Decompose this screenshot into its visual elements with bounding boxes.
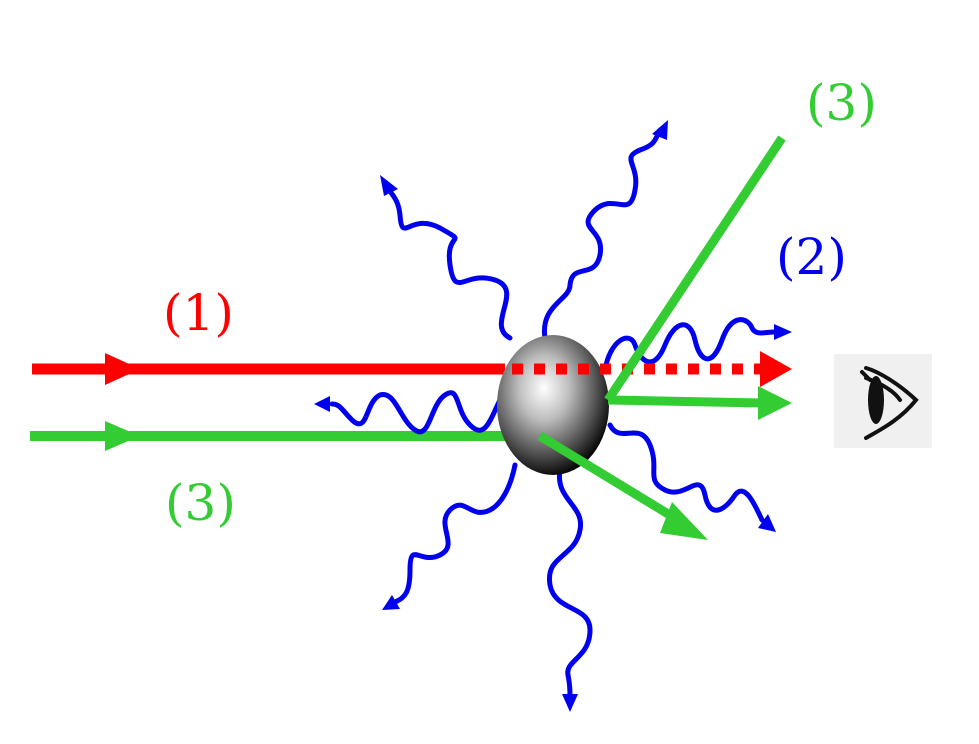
eye-icon xyxy=(860,366,919,440)
wave-lower-right xyxy=(607,422,765,523)
green-scattered-beams xyxy=(537,135,786,524)
wave-lower-left xyxy=(392,462,518,605)
wave-upper-left xyxy=(382,179,513,341)
wave-right xyxy=(602,317,778,373)
wave-arrow-right xyxy=(774,324,792,340)
wave-arrow-upper-right xyxy=(652,120,668,140)
wave-down xyxy=(546,467,593,698)
wave-arrow-upper-left xyxy=(380,175,398,196)
label-waves-2: (2) xyxy=(776,228,847,286)
wave-arrow-lower-right xyxy=(758,514,776,532)
label-beam-1: (1) xyxy=(163,284,234,342)
wave-arrow-lower-left xyxy=(382,595,400,610)
wave-left xyxy=(329,390,503,435)
green-lower-arrowhead xyxy=(660,502,708,540)
label-beam-3-incident: (3) xyxy=(165,474,236,532)
green-incident-beam xyxy=(30,421,540,451)
red-transmitted-arrowhead xyxy=(760,351,792,387)
wave-arrow-down xyxy=(562,694,578,712)
green-beam-forward xyxy=(607,395,763,408)
green-arrowhead xyxy=(105,421,140,451)
label-beam-3-scattered: (3) xyxy=(806,74,877,132)
wave-upper-right xyxy=(542,127,663,341)
red-transmitted-beam xyxy=(512,351,792,387)
green-beam-lower xyxy=(537,432,681,524)
particle-sphere xyxy=(497,335,609,475)
wave-arrow-left xyxy=(314,396,330,412)
red-arrowhead xyxy=(105,353,140,385)
red-incident-beam xyxy=(32,353,505,385)
scattered-waves xyxy=(314,120,792,712)
green-beam-upper xyxy=(604,135,786,403)
green-forward-arrowhead xyxy=(758,386,792,420)
